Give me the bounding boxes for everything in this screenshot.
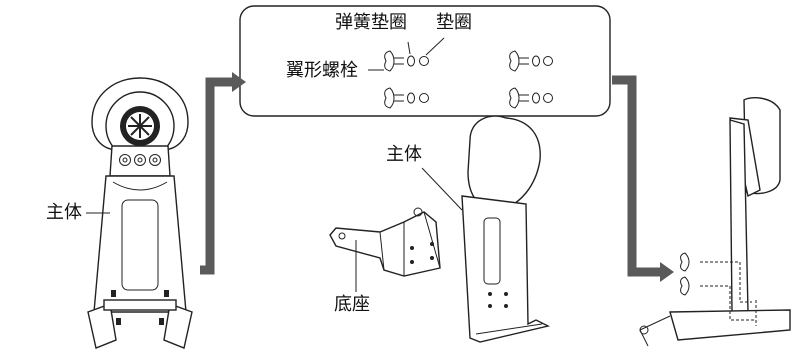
- wing-bolt-set-4: [509, 87, 553, 109]
- base-part: [329, 207, 441, 292]
- wing-bolt-label: 翼形螺栓: [286, 60, 358, 81]
- main-body-center-label: 主体: [386, 144, 422, 165]
- flow-arrow-left: [200, 72, 246, 275]
- wing-bolt-set-1: [384, 50, 429, 72]
- spring-washer-leader: [407, 41, 411, 55]
- washer-label: 垫圈: [436, 12, 472, 33]
- center-main-body: [421, 115, 551, 343]
- right-side-view: [639, 97, 791, 347]
- spring-washer-label: 弹簧垫圈: [335, 12, 407, 33]
- wing-bolt-set-3: [384, 87, 429, 109]
- washer-leader: [425, 37, 445, 56]
- hardware-callout-box: [239, 5, 611, 117]
- left-front-view: [86, 77, 193, 349]
- flow-arrow-right: [612, 75, 674, 282]
- main-body-left-label: 主体: [46, 202, 82, 223]
- main-body-center-leader: [421, 167, 463, 211]
- base-label: 底座: [334, 294, 370, 315]
- wing-bolt-set-2: [509, 50, 553, 72]
